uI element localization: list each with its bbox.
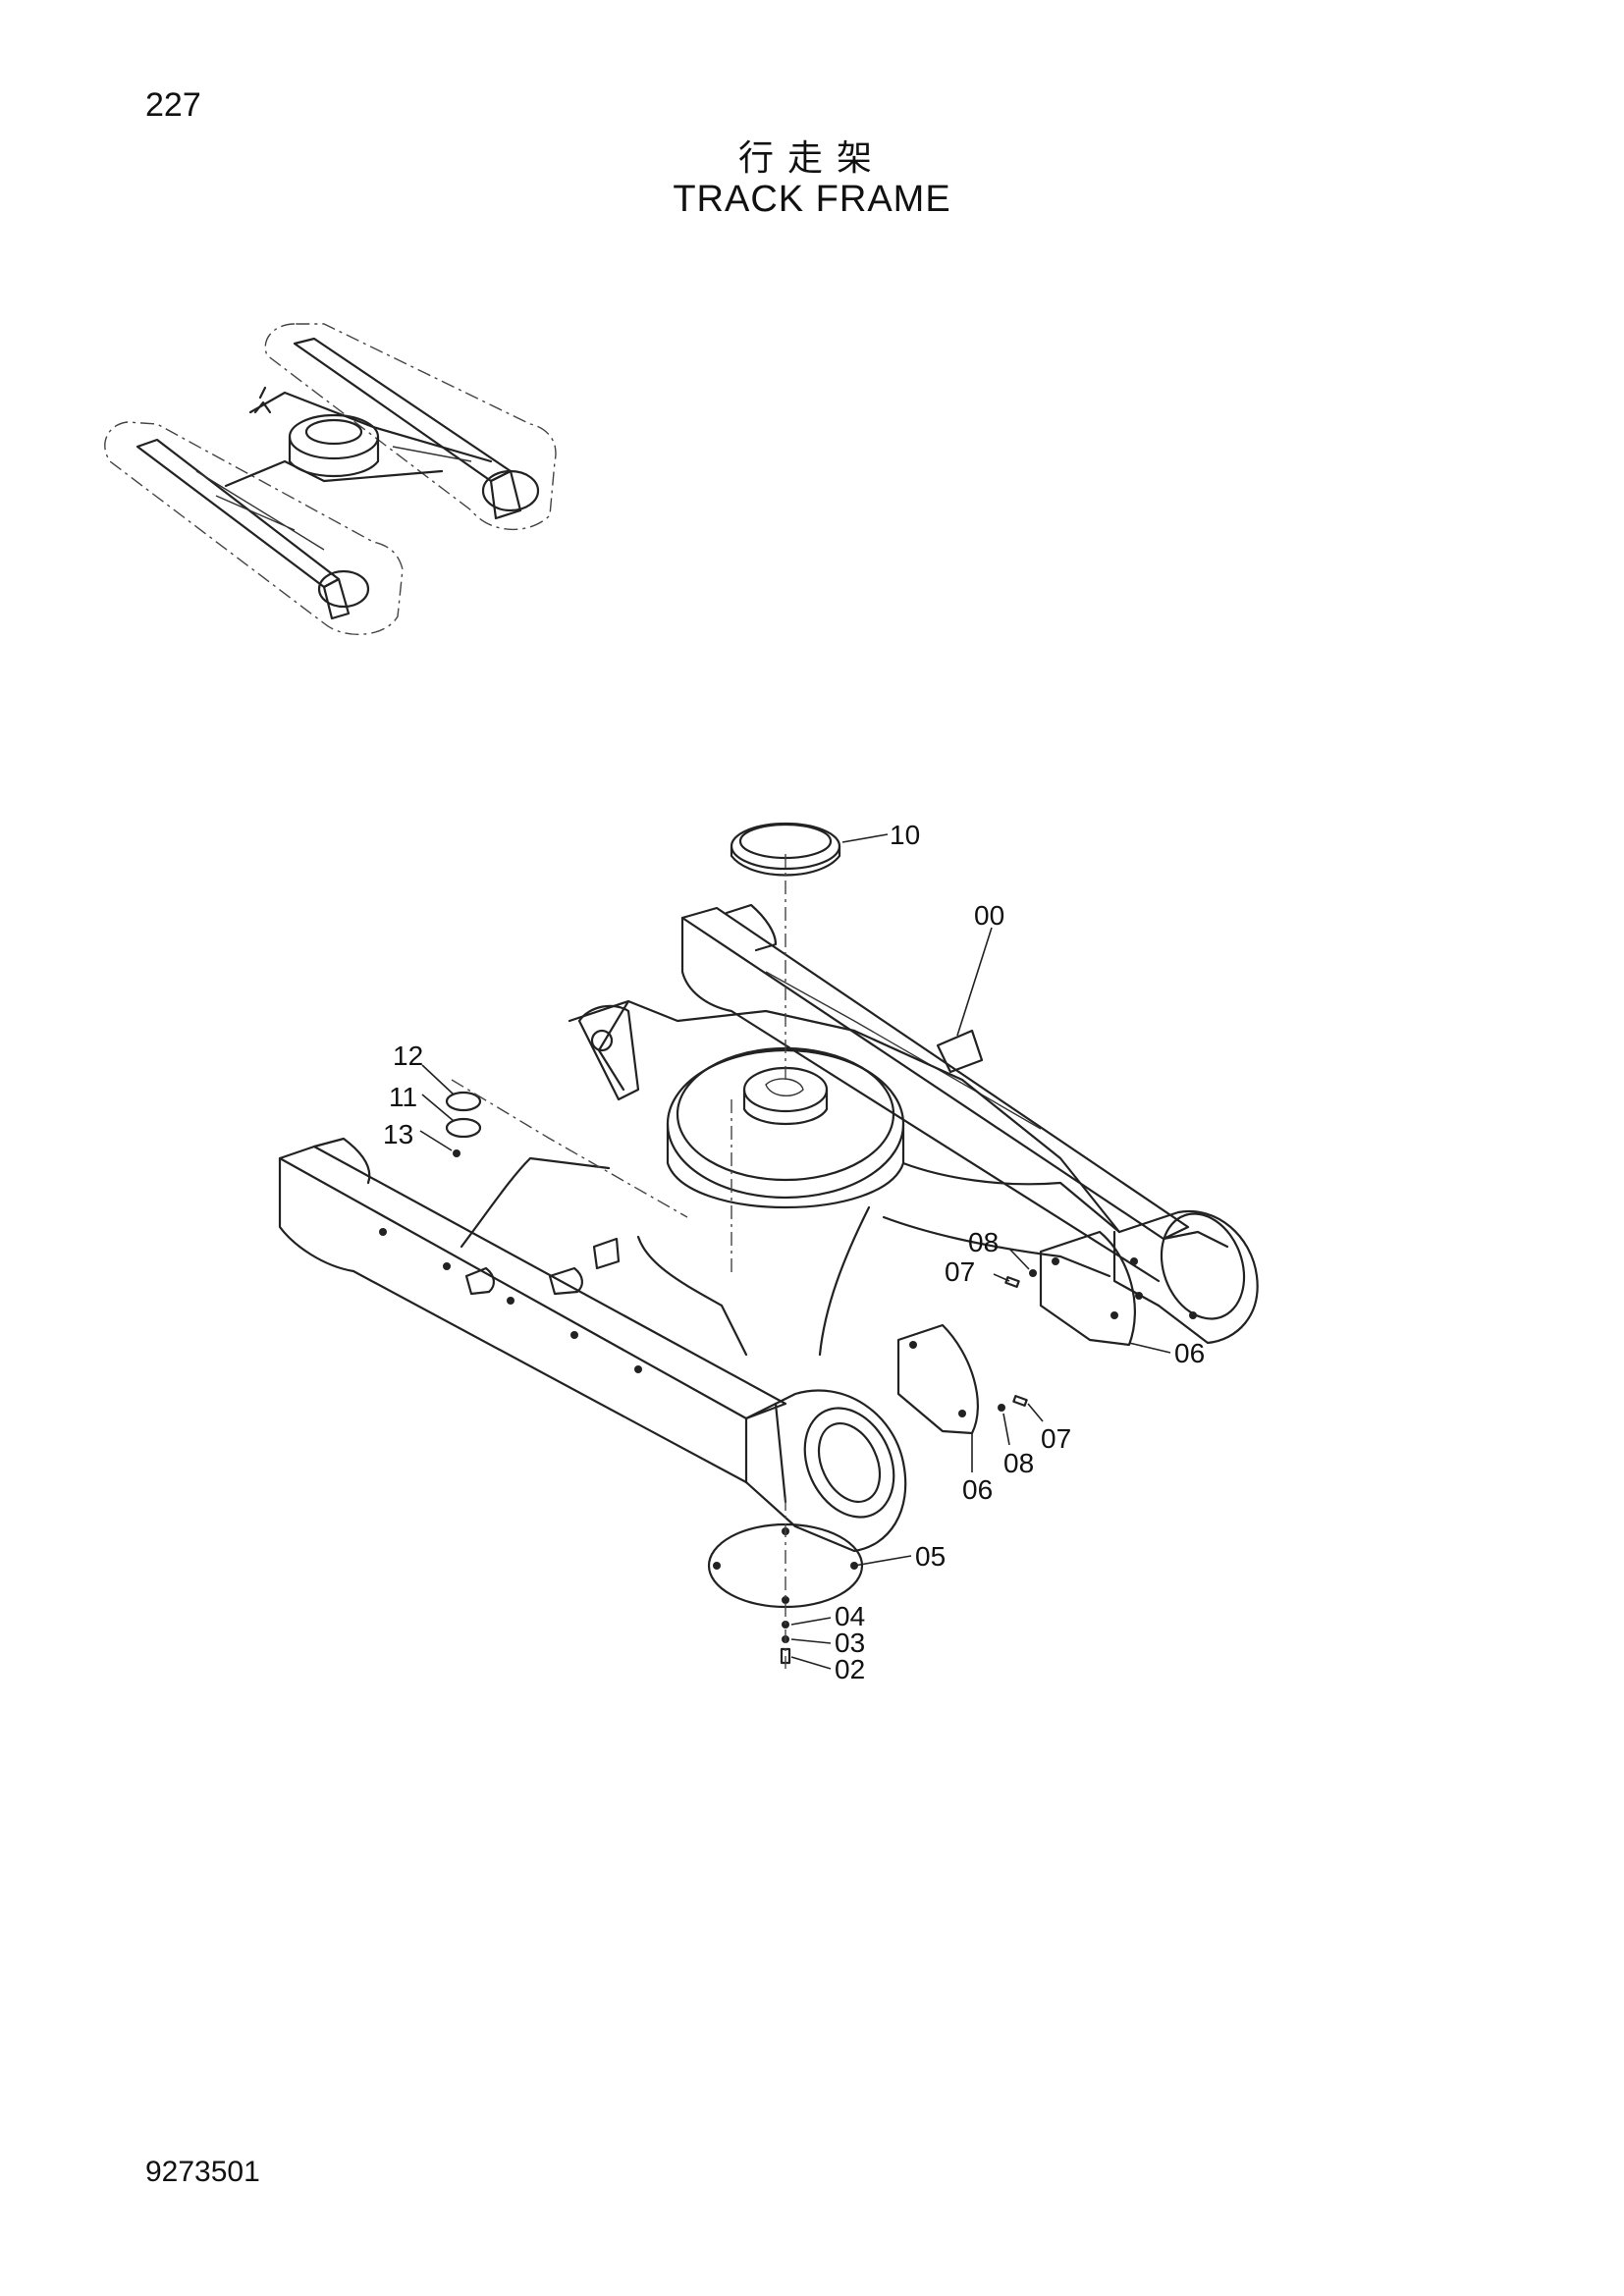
callout-08-a: 08 [968, 1227, 999, 1257]
page-title-en: TRACK FRAME [673, 179, 951, 220]
callout-08-b: 08 [1003, 1448, 1034, 1478]
callout-07-a: 07 [945, 1256, 975, 1287]
callout-05: 05 [915, 1541, 946, 1572]
document-number: 9273501 [145, 2156, 260, 2188]
callout-04: 04 [835, 1601, 865, 1631]
callout-02: 02 [835, 1654, 865, 1684]
overview-illustration [104, 323, 557, 635]
callout-13: 13 [383, 1119, 413, 1149]
track-frame-drawing [278, 822, 1259, 1553]
callout-10: 10 [890, 820, 920, 850]
page-title-cn: 行走架 [737, 138, 886, 179]
page-number: 227 [145, 86, 201, 124]
callout-03: 03 [835, 1628, 865, 1658]
callout-07-b: 07 [1041, 1423, 1071, 1454]
callout-11: 11 [389, 1082, 417, 1112]
callout-12: 12 [393, 1041, 423, 1071]
shim-parts [445, 1091, 482, 1157]
callout-06-a: 06 [1174, 1338, 1205, 1368]
callout-06-b: 06 [962, 1474, 993, 1505]
callout-00: 00 [974, 900, 1004, 931]
fastener-parts [998, 1269, 1037, 1412]
